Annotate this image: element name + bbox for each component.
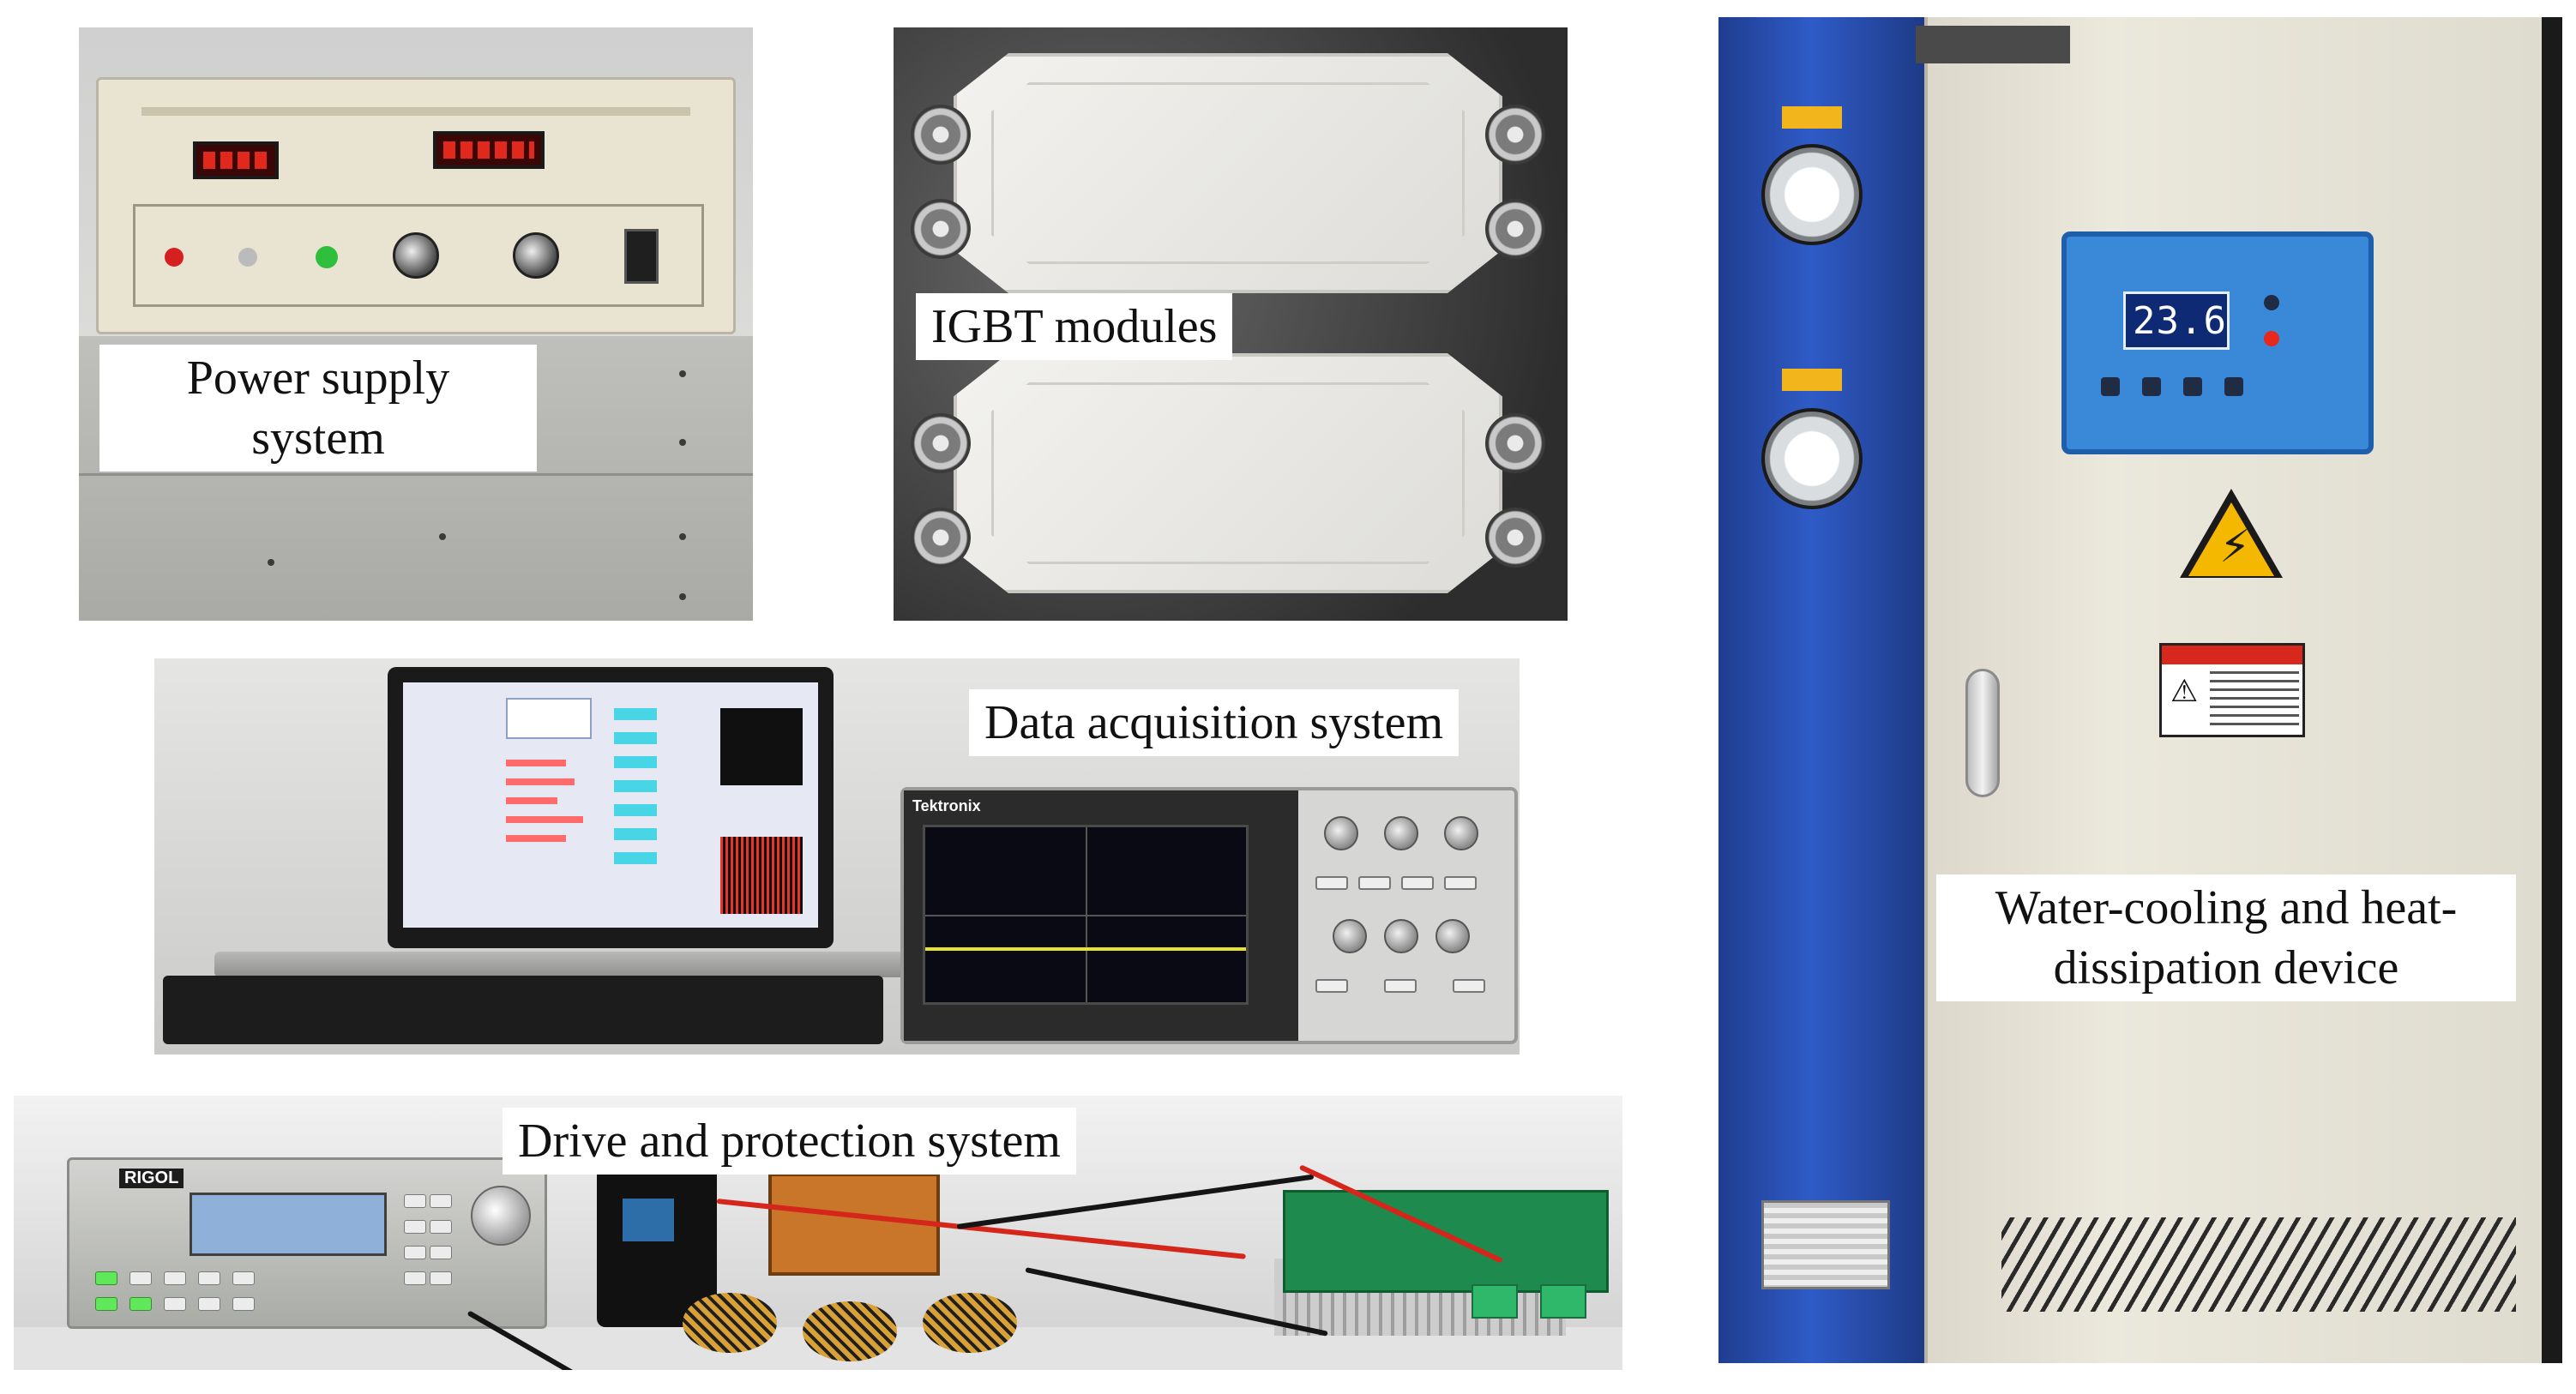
power-supply-caption: Power supply system	[99, 345, 537, 472]
igbt-modules-photo: IGBT modules	[894, 27, 1568, 621]
toroid-inductor	[803, 1301, 897, 1361]
water-chiller-photo: 23.6 ⚡ ⚠ Water-cooling and heat- dissipa…	[1718, 17, 2562, 1363]
cooling-fan	[597, 1156, 717, 1327]
knob-icon	[1435, 919, 1470, 953]
generator-brand: RIGOL	[119, 1169, 184, 1188]
drive-protection-photo: RIGOL Drive and protection system	[14, 1096, 1622, 1370]
current-knob-icon	[513, 232, 559, 279]
electric-shock-warning-label: ⚠	[2159, 643, 2305, 737]
toroid-inductor	[923, 1293, 1017, 1353]
dial-icon	[471, 1186, 531, 1246]
pressure-gauge-icon	[1761, 408, 1863, 509]
power-switch-icon	[624, 229, 659, 284]
lightning-bolt-icon: ⚡	[2219, 521, 2251, 573]
nameplate	[1761, 1200, 1890, 1289]
caption-line: system	[251, 412, 385, 465]
driver-pcb	[1283, 1190, 1609, 1293]
terminal-icon	[1485, 413, 1545, 473]
terminal-icon	[911, 105, 971, 165]
ventilation-grille	[2001, 1217, 2516, 1312]
generator-screen	[190, 1193, 387, 1256]
temperature-controller: 23.6	[2061, 231, 2374, 454]
current-display	[433, 131, 545, 169]
alarm-led-icon	[2264, 331, 2279, 346]
door-handle	[1965, 669, 2000, 797]
caption-line: Water-cooling and heat-	[1995, 881, 2458, 934]
terminal-block	[1540, 1284, 1586, 1319]
function-generator: RIGOL	[67, 1157, 547, 1329]
terminal-icon	[911, 199, 971, 259]
knob-icon	[1333, 919, 1367, 953]
terminal-icon	[1485, 199, 1545, 259]
grey-indicator-icon	[238, 248, 257, 267]
data-acquisition-caption: Data acquisition system	[969, 689, 1460, 756]
toroid-inductor	[683, 1293, 777, 1353]
voltage-display	[193, 141, 279, 179]
power-supply-photo: Power supply system	[79, 27, 753, 621]
voltage-knob-icon	[393, 232, 439, 279]
transformer	[768, 1173, 940, 1276]
caption-line: dissipation device	[2053, 941, 2399, 994]
terminal-icon	[1485, 508, 1545, 568]
gauge-label-tag	[1782, 106, 1842, 129]
shock-figure-icon: ⚠	[2170, 674, 2199, 709]
scope-screen	[923, 825, 1249, 1005]
temperature-value: 23.6	[2133, 299, 2227, 343]
caption-line: Power supply	[186, 352, 450, 405]
terminal-icon	[911, 413, 971, 473]
laptop-base	[214, 952, 986, 977]
red-indicator-icon	[165, 248, 184, 267]
igbt-caption: IGBT modules	[916, 293, 1233, 360]
laptop-screen	[403, 682, 818, 928]
terminal-block	[1472, 1284, 1518, 1319]
igbt-module-bottom	[954, 353, 1502, 593]
knob-icon	[1384, 816, 1418, 850]
temperature-display: 23.6	[2123, 291, 2230, 350]
knob-icon	[1384, 919, 1418, 953]
data-acquisition-photo: Tektronix Data acquisition system	[154, 658, 1520, 1055]
power-supply-front-panel	[96, 77, 736, 334]
terminal-icon	[1485, 105, 1545, 165]
oscilloscope: Tektronix	[900, 787, 1518, 1044]
status-led-icon	[2264, 295, 2279, 310]
pressure-gauge-icon	[1761, 144, 1863, 245]
igbt-module-top	[954, 53, 1502, 293]
laptop-dock	[163, 976, 883, 1044]
gauge-label-tag	[1782, 369, 1842, 391]
scope-brand: Tektronix	[912, 797, 981, 814]
drive-protection-caption: Drive and protection system	[503, 1108, 1076, 1175]
green-button-icon	[316, 246, 338, 268]
brand-logo-icon	[1916, 26, 2070, 63]
knob-icon	[1324, 816, 1358, 850]
terminal-icon	[911, 508, 971, 568]
laptop	[388, 667, 834, 948]
knob-icon	[1444, 816, 1478, 850]
chiller-caption: Water-cooling and heat- dissipation devi…	[1936, 874, 2516, 1001]
